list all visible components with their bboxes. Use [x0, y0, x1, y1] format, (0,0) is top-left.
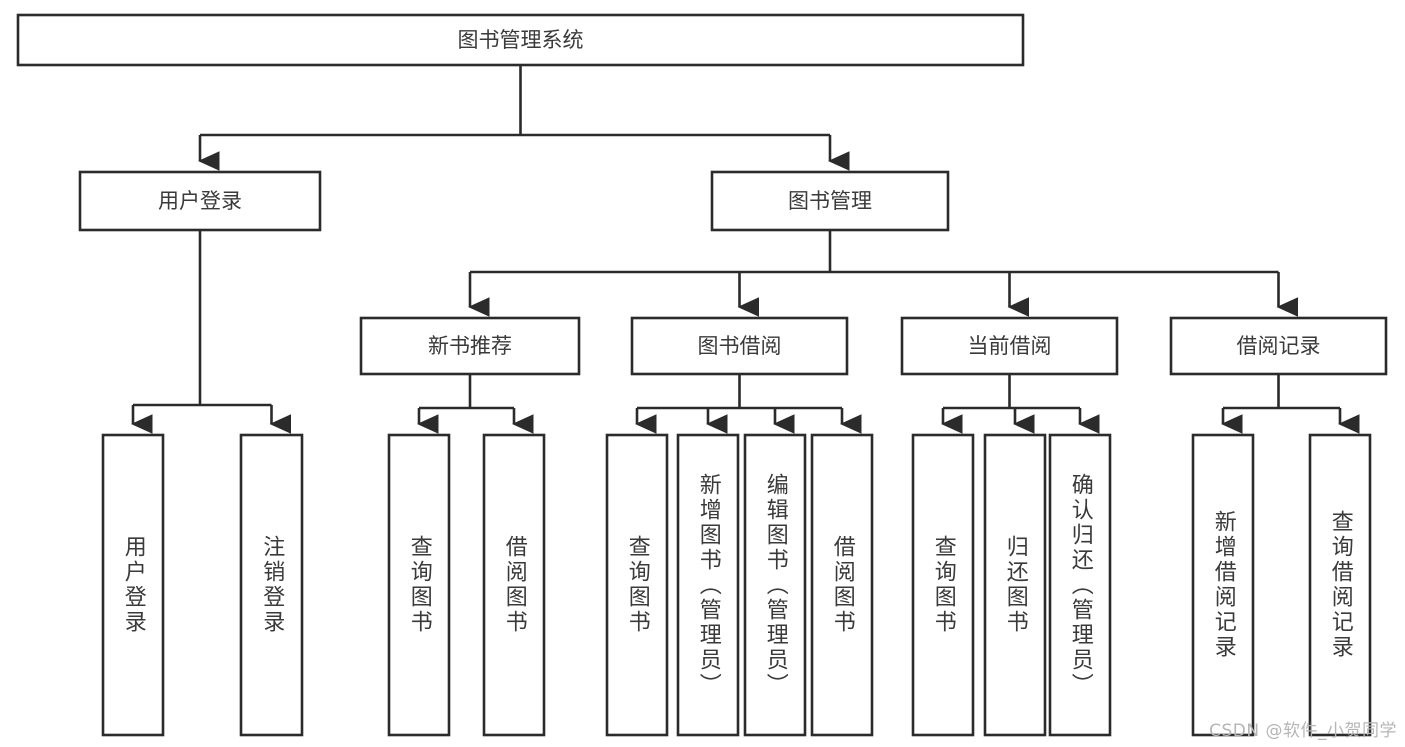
- node-label-user-login: 用户登录: [158, 189, 242, 213]
- node-leaf-logout[interactable]: [239, 433, 304, 737]
- node-leaf-edit-book[interactable]: [743, 433, 807, 737]
- node-leaf-query-book-recommend[interactable]: [387, 433, 451, 737]
- node-label-current-borrow: 当前借阅: [968, 334, 1052, 358]
- node-box-leaf-edit-book[interactable]: [743, 433, 807, 737]
- node-box-leaf-borrow-book[interactable]: [810, 433, 874, 737]
- node-book-borrow[interactable]: 图书借阅: [630, 316, 849, 376]
- node-box-leaf-query-book-borrow[interactable]: [605, 433, 669, 737]
- connector-lines: [131, 65, 1360, 434]
- node-box-current-borrow[interactable]: [900, 316, 1119, 376]
- node-user-login[interactable]: 用户登录: [78, 170, 322, 232]
- node-box-leaf-confirm-return[interactable]: [1048, 433, 1112, 737]
- node-box-leaf-return-book[interactable]: [983, 433, 1047, 737]
- node-box-leaf-query-borrow-record[interactable]: [1308, 433, 1372, 737]
- node-leaf-query-borrow-record[interactable]: [1308, 433, 1372, 737]
- node-root[interactable]: 图书管理系统: [16, 13, 1025, 67]
- node-box-leaf-user-login[interactable]: [101, 433, 165, 737]
- node-leaf-return-book[interactable]: [983, 433, 1047, 737]
- node-box-book-management[interactable]: [710, 170, 950, 232]
- node-leaf-confirm-return[interactable]: [1048, 433, 1112, 737]
- node-box-root[interactable]: [16, 13, 1025, 67]
- node-label-borrow-record: 借阅记录: [1237, 334, 1321, 358]
- node-leaf-user-login[interactable]: [101, 433, 165, 737]
- node-box-leaf-add-book[interactable]: [676, 433, 740, 737]
- node-label-book-borrow: 图书借阅: [698, 334, 782, 358]
- watermark-text: CSDN @软件_小贺同学: [1209, 721, 1397, 741]
- node-book-management[interactable]: 图书管理: [710, 170, 950, 232]
- node-borrow-record[interactable]: 借阅记录: [1169, 316, 1388, 376]
- node-box-leaf-logout[interactable]: [239, 433, 304, 737]
- node-label-book-management: 图书管理: [788, 189, 872, 213]
- node-current-borrow[interactable]: 当前借阅: [900, 316, 1119, 376]
- node-leaf-add-borrow-record[interactable]: [1191, 433, 1255, 737]
- node-leaf-add-book[interactable]: [676, 433, 740, 737]
- node-box-new-book-recommend[interactable]: [359, 316, 581, 376]
- node-box-borrow-record[interactable]: [1169, 316, 1388, 376]
- node-box-leaf-borrow-book-recommend[interactable]: [482, 433, 546, 737]
- node-leaf-query-book-borrow[interactable]: [605, 433, 669, 737]
- node-label-new-book-recommend: 新书推荐: [428, 334, 512, 358]
- node-box-leaf-query-book-recommend[interactable]: [387, 433, 451, 737]
- node-leaf-borrow-book-recommend[interactable]: [482, 433, 546, 737]
- node-leaf-borrow-book[interactable]: [810, 433, 874, 737]
- node-leaf-query-book-current[interactable]: [911, 433, 975, 737]
- node-label-root: 图书管理系统: [458, 28, 584, 52]
- node-box-user-login[interactable]: [78, 170, 322, 232]
- node-box-book-borrow[interactable]: [630, 316, 849, 376]
- node-new-book-recommend[interactable]: 新书推荐: [359, 316, 581, 376]
- node-box-leaf-query-book-current[interactable]: [911, 433, 975, 737]
- node-box-leaf-add-borrow-record[interactable]: [1191, 433, 1255, 737]
